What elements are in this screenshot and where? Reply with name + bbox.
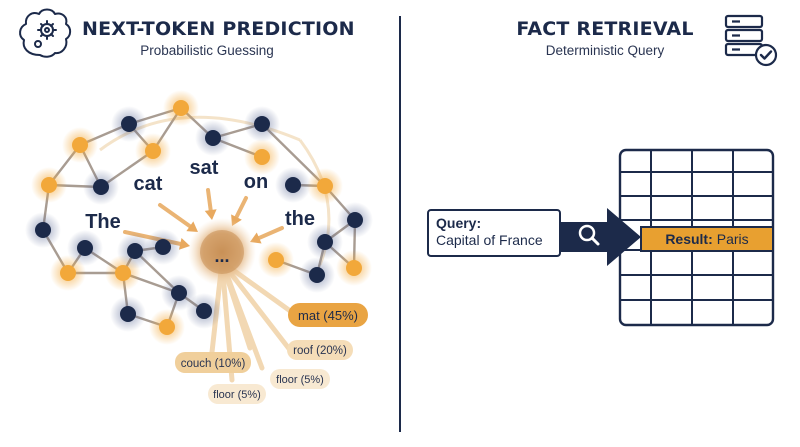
right-panel-title: FACT RETRIEVAL: [516, 18, 694, 40]
context-arrow-line: [232, 196, 248, 223]
network-node-orange: [60, 265, 76, 281]
network-node-navy: [196, 303, 212, 319]
candidate-floor-b: floor (5%): [270, 369, 330, 389]
network-node-navy: [347, 212, 363, 228]
query-box: Query: Capital of France: [427, 209, 561, 257]
candidate-roof: roof (20%): [287, 340, 353, 360]
network-node-navy: [309, 267, 325, 283]
candidate-mat: mat (45%): [288, 303, 368, 327]
network-node-navy: [285, 177, 301, 193]
network-node-navy: [93, 179, 109, 195]
context-arrow-line: [158, 203, 196, 231]
context-word: on: [244, 171, 268, 193]
network-node-navy: [254, 116, 270, 132]
network-node-navy: [171, 285, 187, 301]
network-node-orange: [268, 252, 284, 268]
context-word: cat: [134, 173, 163, 195]
context-word: the: [285, 208, 315, 230]
left-panel-title: NEXT-TOKEN PREDICTION: [82, 18, 355, 40]
network-node-navy: [77, 240, 93, 256]
context-arrow-head: [204, 209, 217, 220]
network-node-navy: [317, 234, 333, 250]
query-label: Query:: [436, 215, 482, 231]
network-node-navy: [35, 222, 51, 238]
network-node-orange: [72, 137, 88, 153]
context-arrow-head: [178, 238, 190, 250]
result-label: Result:: [665, 231, 713, 247]
context-arrow-line: [206, 188, 214, 217]
candidate-couch: couch (10%): [175, 352, 251, 373]
query-value: Capital of France: [436, 232, 543, 248]
right-panel-header: FACT RETRIEVAL Deterministic Query: [510, 18, 700, 58]
network-node-orange: [115, 265, 131, 281]
network-node-navy: [155, 239, 171, 255]
prediction-ellipsis: ...: [214, 246, 229, 266]
candidate-label: floor (5%): [276, 374, 324, 386]
context-word: The: [85, 211, 121, 233]
network-node-navy: [120, 306, 136, 322]
left-panel-subtitle: Probabilistic Guessing: [140, 43, 274, 58]
context-arrow-line: [253, 226, 284, 242]
right-panel-subtitle: Deterministic Query: [545, 43, 665, 58]
candidate-label: floor (5%): [213, 389, 261, 401]
network-node-navy: [121, 116, 137, 132]
candidate-label: roof (20%): [293, 345, 347, 357]
network-node-orange: [317, 178, 333, 194]
network-node-orange: [254, 149, 270, 165]
result-value: Paris: [716, 231, 749, 247]
network-node-orange: [346, 260, 362, 276]
network-node-orange: [159, 319, 175, 335]
candidate-label: mat (45%): [298, 308, 358, 323]
left-panel-header: NEXT-TOKEN PREDICTION Probabilistic Gues…: [82, 18, 355, 58]
panel-divider: [399, 16, 401, 432]
context-word: sat: [190, 157, 219, 179]
context-arrow-head: [186, 221, 198, 232]
result-cell: Result: Paris: [640, 226, 774, 252]
network-node-navy: [127, 243, 143, 259]
network-node-orange: [41, 177, 57, 193]
network-node-orange: [145, 143, 161, 159]
candidate-label: couch (10%): [181, 358, 246, 370]
candidate-floor-a: floor (5%): [208, 384, 266, 404]
network-node-orange: [173, 100, 189, 116]
network-node-navy: [205, 130, 221, 146]
